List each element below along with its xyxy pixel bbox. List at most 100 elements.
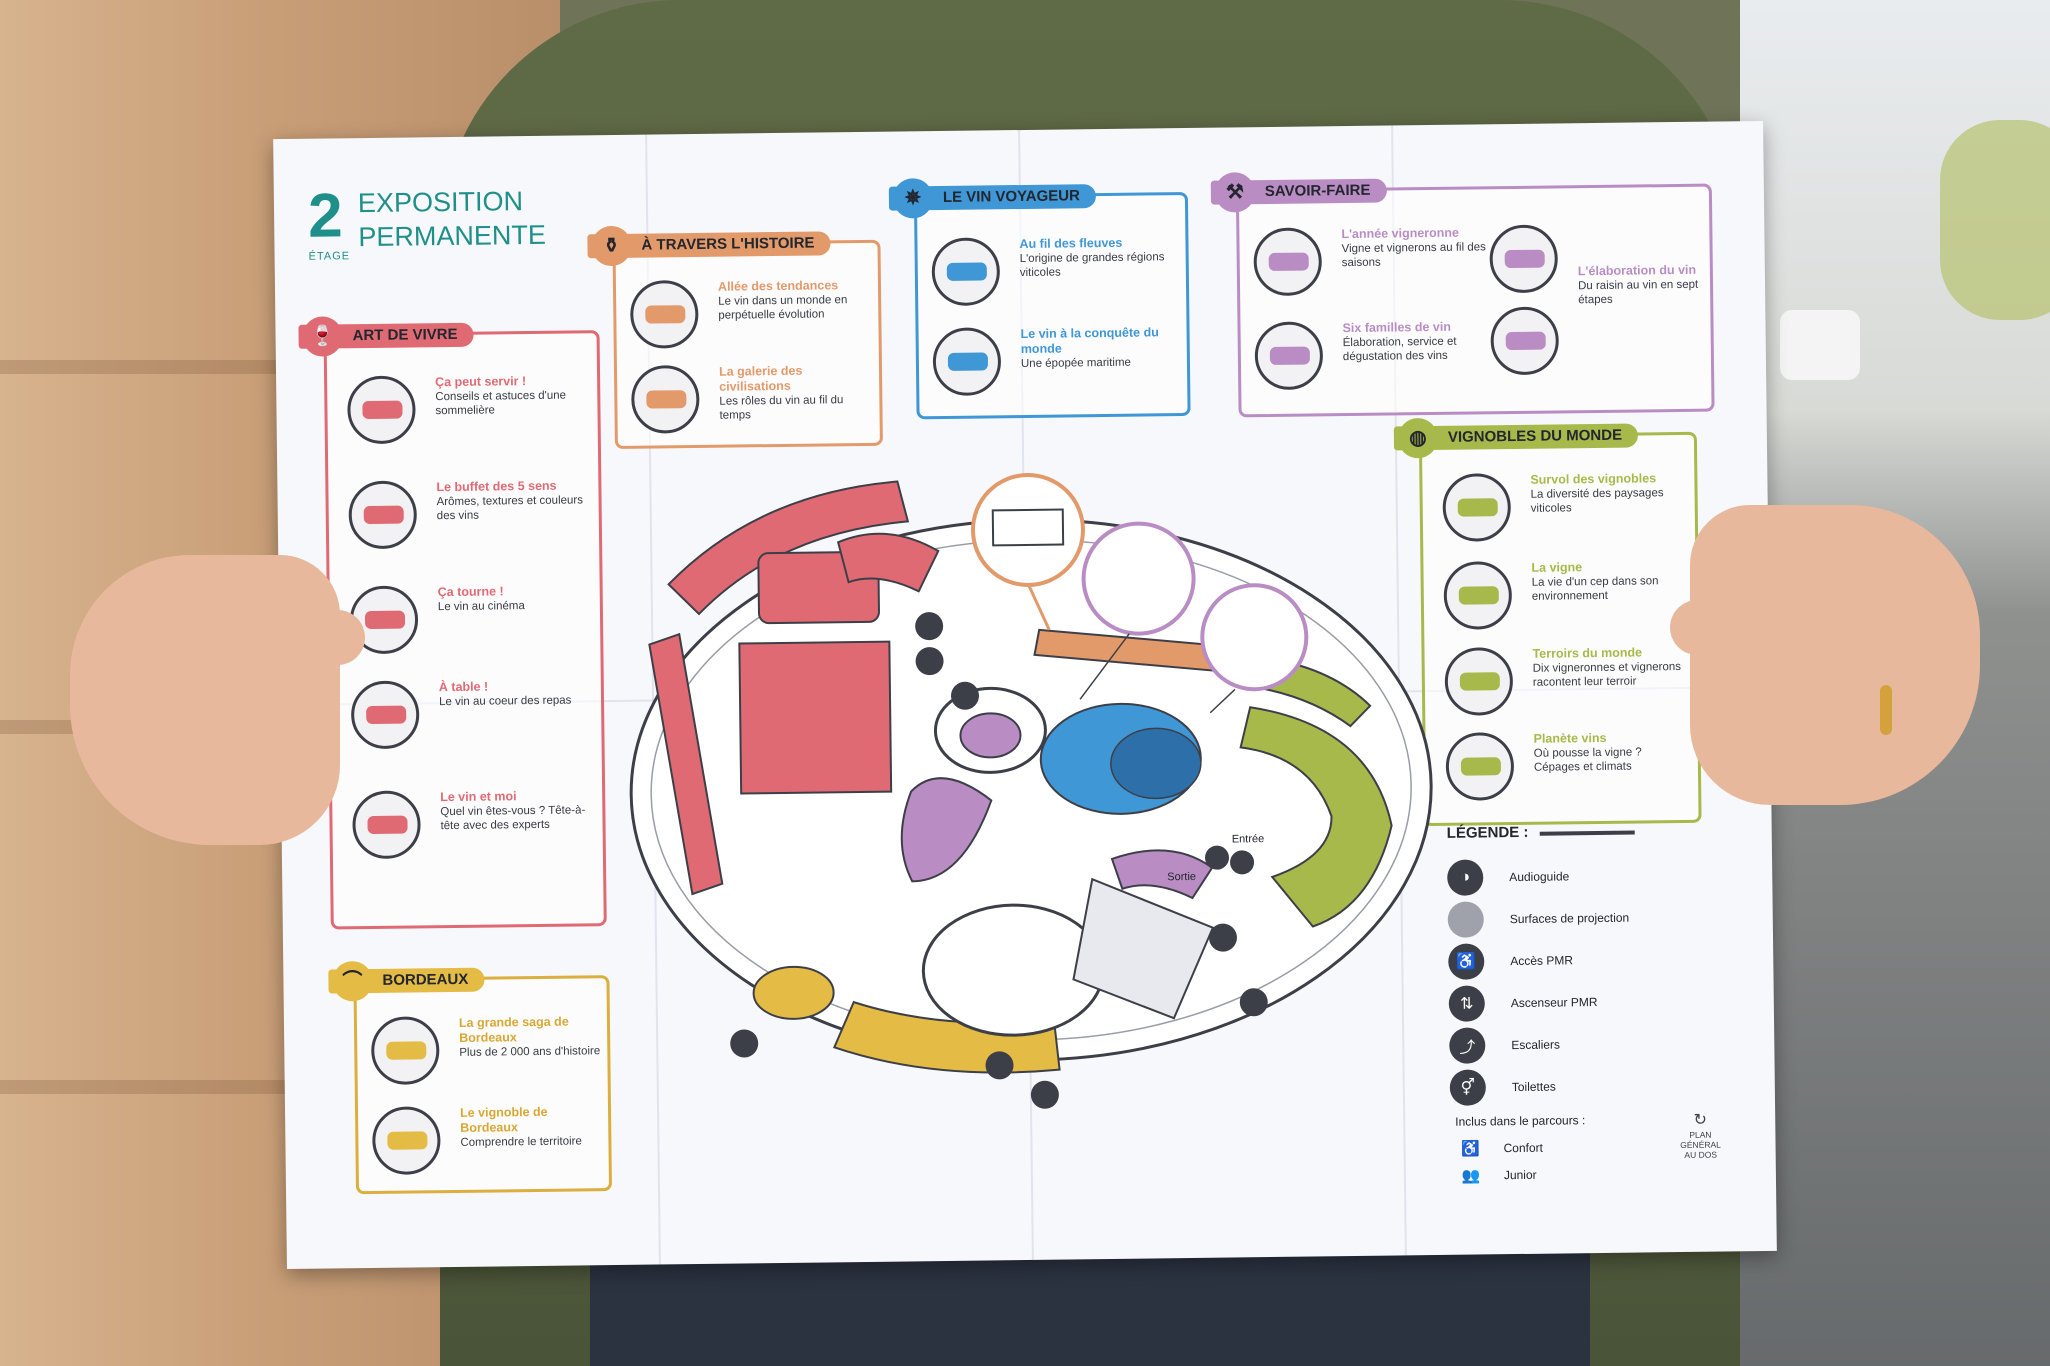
legend-included-label: Inclus dans le parcours :	[1455, 1113, 1586, 1129]
legend-confort: ♿ Confort	[1455, 1139, 1543, 1158]
bridge-icon: ⌒	[332, 960, 373, 1002]
tag-art-de-vivre: 🍷 ART DE VIVRE	[298, 316, 474, 357]
wheelchair-icon: ♿	[1448, 943, 1485, 980]
panel-vignobles-du-monde: ◍ VIGNOBLES DU MONDE Survol des vignoble…	[1393, 417, 1702, 827]
stairs-icon: ⤴	[1449, 1027, 1486, 1064]
exhibit-thumbnail	[1445, 732, 1515, 801]
compass-icon: ✵	[892, 178, 934, 219]
exhibit-thumbnail	[1490, 306, 1560, 376]
zone-art-de-vivre-arc2	[836, 532, 940, 593]
right-thumb	[1670, 600, 1790, 655]
right-hand	[1690, 505, 1980, 805]
globe-icon: ◍	[1397, 417, 1439, 459]
tag-vin-voyageur: ✵ LE VIN VOYAGEUR	[888, 178, 1097, 219]
glasses-icon: 🍷	[302, 316, 343, 357]
person-jeans	[590, 1250, 1590, 1366]
exhibit-thumbnail	[1444, 647, 1514, 716]
projection-surface-icon	[1447, 901, 1484, 938]
exhibit-thumbnail	[1489, 224, 1559, 294]
legend-rule	[1539, 830, 1635, 836]
audioguide-marker	[1239, 988, 1268, 1017]
back-plan-note: ↻ PLAN GÉNÉRAL AU DOS	[1670, 1111, 1731, 1160]
exhibit-ca-peut-servir[interactable]: Ça peut servir !Conseils et astuces d'un…	[347, 373, 588, 445]
winemaker-icon: ⚒	[1214, 172, 1256, 213]
toilets-icon: ⚥	[1449, 1069, 1487, 1106]
callout-vin-elaboration	[1200, 583, 1309, 692]
floor-number: 2	[307, 181, 344, 251]
legend-ascenseur-pmr: ⇅ Ascenseur PMR	[1448, 984, 1598, 1022]
exhibit-thumbnail	[1253, 227, 1323, 297]
exhibit-thumbnail	[629, 279, 699, 349]
zone-art-de-vivre-arc	[667, 480, 910, 616]
audioguide-marker	[1208, 923, 1237, 952]
zone-art-de-vivre-table	[738, 640, 893, 795]
exit-marker	[1205, 845, 1230, 870]
exhibit-ca-tourne[interactable]: Ça tourne !Le vin au cinéma	[349, 583, 591, 655]
zone-art-de-vivre-left	[648, 632, 724, 896]
tag-savoir-faire: ⚒ SAVOIR-FAIRE	[1210, 172, 1387, 213]
exhibit-thumbnail	[371, 1106, 441, 1176]
tag-vignobles-du-monde: ◍ VIGNOBLES DU MONDE	[1393, 417, 1639, 459]
confort-icon: ♿	[1461, 1140, 1481, 1158]
toilets-marker	[1030, 1080, 1059, 1109]
exhibit-thumbnail	[350, 680, 420, 750]
elevator-marker	[915, 647, 944, 676]
exhibit-thumbnail	[931, 237, 1001, 307]
stairs-marker	[985, 1051, 1014, 1080]
left-hand	[70, 555, 340, 845]
audioguide-marker	[951, 681, 980, 710]
floor-plan-illustration: Entrée Sortie	[629, 472, 1433, 1109]
callout-savoir-faire	[1081, 521, 1196, 636]
rotate-arrow-icon: ↻	[1693, 1111, 1708, 1129]
stairs	[1072, 877, 1215, 1020]
legend-audioguide: ◑ Audioguide	[1447, 858, 1569, 896]
panel-histoire: ⚱ À TRAVERS L'HISTOIRE Allée des tendanc…	[587, 225, 883, 449]
page-title-line2: PERMANENTE	[358, 219, 547, 253]
legend-escaliers: ⤴ Escaliers	[1449, 1026, 1560, 1064]
audioguide-icon: ◑	[1447, 859, 1484, 896]
zone-savoir-faire	[959, 712, 1022, 759]
entrance-label: Entrée	[1232, 833, 1265, 845]
wedding-ring	[1880, 685, 1892, 735]
callout-histoire	[970, 472, 1085, 587]
junior-icon: 👥	[1461, 1167, 1481, 1185]
exhibit-thumbnail	[932, 327, 1002, 397]
exhibit-thumbnail	[630, 364, 700, 434]
legend-junior: 👥 Junior	[1456, 1166, 1537, 1185]
museum-floor-plan-sheet: 2 ÉTAGE EXPOSITION PERMANENTE 🍷 ART DE V…	[273, 120, 1777, 1270]
zone-vignobles	[1239, 706, 1393, 928]
exhibit-thumbnail	[352, 790, 421, 860]
audioguide-marker	[915, 612, 944, 641]
zone-bordeaux-island	[752, 965, 835, 1020]
tag-bordeaux: ⌒ BORDEAUX	[328, 960, 485, 1002]
zone-vin-voyageur-inner	[1110, 727, 1202, 800]
exhibit-a-table[interactable]: À table !Le vin au coeur des repas	[350, 678, 592, 750]
page-title-line1: EXPOSITION	[357, 186, 524, 219]
elevator-icon: ⇅	[1448, 985, 1486, 1022]
exit-label: Sortie	[1167, 871, 1196, 883]
tag-histoire: ⚱ À TRAVERS L'HISTOIRE	[587, 225, 831, 267]
legend-projection: Surfaces de projection	[1447, 900, 1630, 938]
exhibit-thumbnail	[1254, 321, 1324, 391]
exhibit-thumbnail	[1443, 561, 1513, 630]
legend-title: LÉGENDE :	[1446, 823, 1529, 842]
panel-art-de-vivre: 🍷 ART DE VIVRE Ça peut servir !Conseils …	[298, 316, 607, 930]
